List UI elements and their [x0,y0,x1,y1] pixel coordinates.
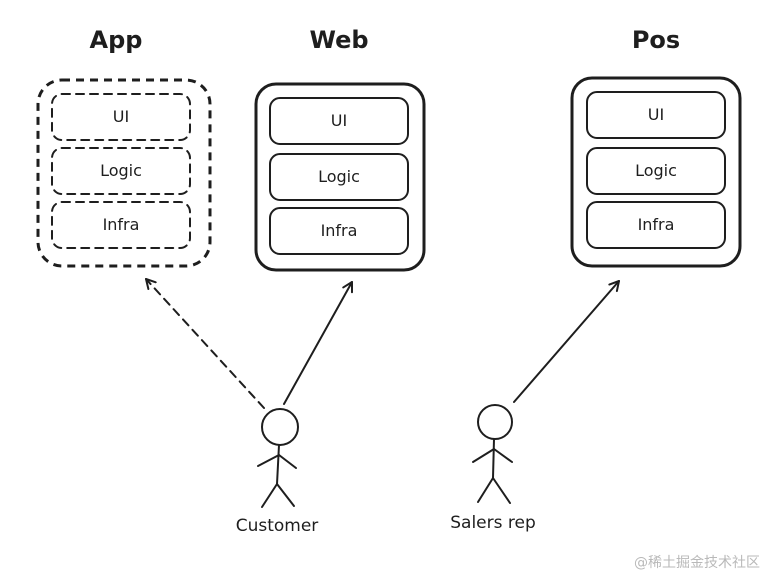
system-title-web: Web [309,26,368,54]
layer-label-app-infra: Infra [103,215,140,234]
layer-web-infra: Infra [269,207,409,255]
system-title-app: App [90,26,143,54]
actor-customer: Customer [236,408,319,536]
layer-box-pos-logic [586,147,726,195]
layer-box-app-infra [51,201,191,249]
system-container-pos [570,76,742,268]
layer-web-logic: Logic [269,153,409,201]
actor-label-customer: Customer [236,516,319,536]
layer-label-web-logic: Logic [318,167,360,186]
layer-box-pos-infra [586,201,726,249]
arrow-salers-rep-to-pos [513,280,620,403]
layer-web-ui: UI [269,97,409,145]
layer-box-app-logic [51,147,191,195]
layer-pos-infra: Infra [586,201,726,249]
actor-label-salers-rep: Salers rep [450,513,536,533]
layer-label-app-ui: UI [113,107,129,126]
layer-label-pos-infra: Infra [638,215,675,234]
stick-figure-icon [472,404,513,504]
actor-salers-rep: Salers rep [450,404,536,533]
layer-box-app-ui [51,93,191,141]
layer-box-pos-ui [586,91,726,139]
layer-pos-logic: Logic [586,147,726,195]
layer-box-web-infra [269,207,409,255]
system-title-pos: Pos [632,26,680,54]
system-web: Web UI Logic Infra [254,26,426,272]
layer-label-pos-ui: UI [648,105,664,124]
layer-label-web-ui: UI [331,111,347,130]
arrow-customer-to-app [145,278,265,409]
layer-label-web-infra: Infra [321,221,358,240]
system-container-app [36,78,212,268]
system-app: App UI Logic Infra [36,26,212,268]
system-pos: Pos UI Logic Infra [570,26,742,268]
layer-pos-ui: UI [586,91,726,139]
layer-box-web-ui [269,97,409,145]
system-container-web [254,82,426,272]
watermark-text: @稀土掘金技术社区 [634,555,760,571]
layer-label-app-logic: Logic [100,161,142,180]
layer-label-pos-logic: Logic [635,161,677,180]
layer-app-infra: Infra [51,201,191,249]
stick-figure-icon [257,408,299,508]
layer-app-logic: Logic [51,147,191,195]
arrow-customer-to-web [283,281,353,405]
layer-app-ui: UI [51,93,191,141]
layer-box-web-logic [269,153,409,201]
